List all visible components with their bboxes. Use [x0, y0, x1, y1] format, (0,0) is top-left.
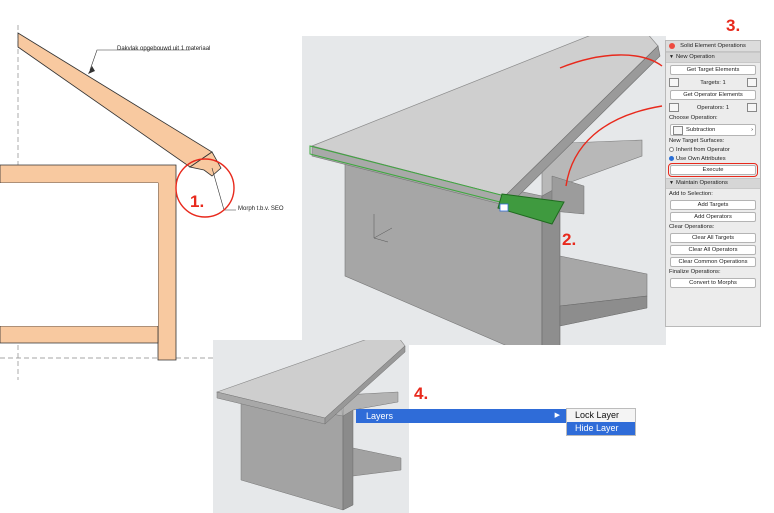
annotation-morph: Morph t.b.v. SEO: [238, 206, 284, 212]
close-icon[interactable]: [669, 43, 675, 49]
3d-model: [309, 36, 661, 345]
targets-count: Targets: 1: [700, 79, 726, 86]
use-own-attributes-option[interactable]: Use Own Attributes: [669, 156, 757, 163]
operators-select-icon[interactable]: [746, 103, 757, 112]
section-new-operation[interactable]: ▼ New Operation: [666, 52, 760, 63]
new-target-surfaces-label: New Target Surfaces:: [669, 138, 725, 144]
execute-button[interactable]: Execute: [668, 163, 758, 177]
operators-row: Operators: 1: [669, 102, 757, 113]
clear-all-targets-button[interactable]: Clear All Targets: [670, 233, 756, 243]
layers-submenu: Lock Layer Hide Layer: [566, 408, 636, 436]
submenu-arrow-icon: ▶: [554, 412, 560, 419]
section-maintain-operations[interactable]: ▼ Maintain Operations: [666, 178, 760, 189]
selected-operator[interactable]: [497, 193, 565, 225]
radio-on-icon[interactable]: [669, 156, 674, 161]
option-label: Use Own Attributes: [676, 156, 726, 163]
choose-operation-label: Choose Operation:: [669, 115, 718, 121]
step-1-label: 1.: [190, 192, 205, 211]
palette-titlebar: Solid Element Operations: [666, 41, 760, 52]
section-label: New Operation: [676, 54, 715, 60]
add-operators-button[interactable]: Add Operators: [670, 212, 756, 222]
add-to-selection-label: Add to Selection:: [669, 191, 713, 197]
option-label: Inherit from Operator: [676, 147, 730, 154]
get-operator-elements-button[interactable]: Get Operator Elements: [670, 90, 756, 100]
layers-menu-label: Layers: [366, 411, 394, 421]
step-4-label: 4.: [414, 384, 429, 403]
disclosure-down-icon: ▼: [669, 180, 674, 186]
clear-common-operations-button[interactable]: Clear Common Operations: [670, 257, 756, 267]
section-label: Maintain Operations: [676, 180, 728, 186]
operation-value: Subtraction: [686, 127, 716, 133]
3d-model-result: [215, 340, 406, 511]
convert-to-morphs-button[interactable]: Convert to Morphs: [670, 278, 756, 288]
radio-off-icon[interactable]: [669, 147, 674, 152]
step-3-label: 3.: [726, 16, 741, 35]
targets-icon: [669, 78, 679, 87]
finalize-operations-label: Finalize Operations:: [669, 269, 721, 275]
solid-element-operations-palette: Solid Element Operations ▼ New Operation…: [665, 40, 761, 327]
operation-dropdown[interactable]: Subtraction ›: [670, 124, 756, 136]
operators-count: Operators: 1: [696, 104, 730, 111]
subtraction-icon: [673, 125, 683, 135]
hide-layer-item[interactable]: Hide Layer: [567, 422, 635, 435]
3d-viewport-result[interactable]: [213, 340, 409, 513]
step-2-label: 2.: [562, 230, 577, 249]
section-drawing: [0, 25, 236, 380]
operators-icon: [669, 103, 679, 112]
context-menu-layers[interactable]: Layers ▶: [356, 409, 568, 423]
get-target-elements-button[interactable]: Get Target Elements: [670, 65, 756, 75]
targets-row: Targets: 1: [669, 77, 757, 88]
callout-circle: [175, 158, 235, 218]
annotation-roof: Dakvlak opgebouwd uit 1 materiaal: [117, 46, 211, 52]
targets-select-icon[interactable]: [747, 78, 757, 87]
chevron-right-icon: ›: [751, 127, 753, 133]
add-targets-button[interactable]: Add Targets: [670, 200, 756, 210]
annotation-arrows: [559, 54, 663, 187]
palette-title: Solid Element Operations: [680, 43, 746, 49]
3d-viewport[interactable]: [302, 36, 666, 345]
clear-operations-label: Clear Operations:: [669, 224, 715, 230]
lock-layer-item[interactable]: Lock Layer: [575, 410, 620, 420]
inherit-from-operator-option[interactable]: Inherit from Operator: [669, 147, 757, 154]
clear-all-operators-button[interactable]: Clear All Operators: [670, 245, 756, 255]
disclosure-down-icon: ▼: [669, 54, 674, 60]
